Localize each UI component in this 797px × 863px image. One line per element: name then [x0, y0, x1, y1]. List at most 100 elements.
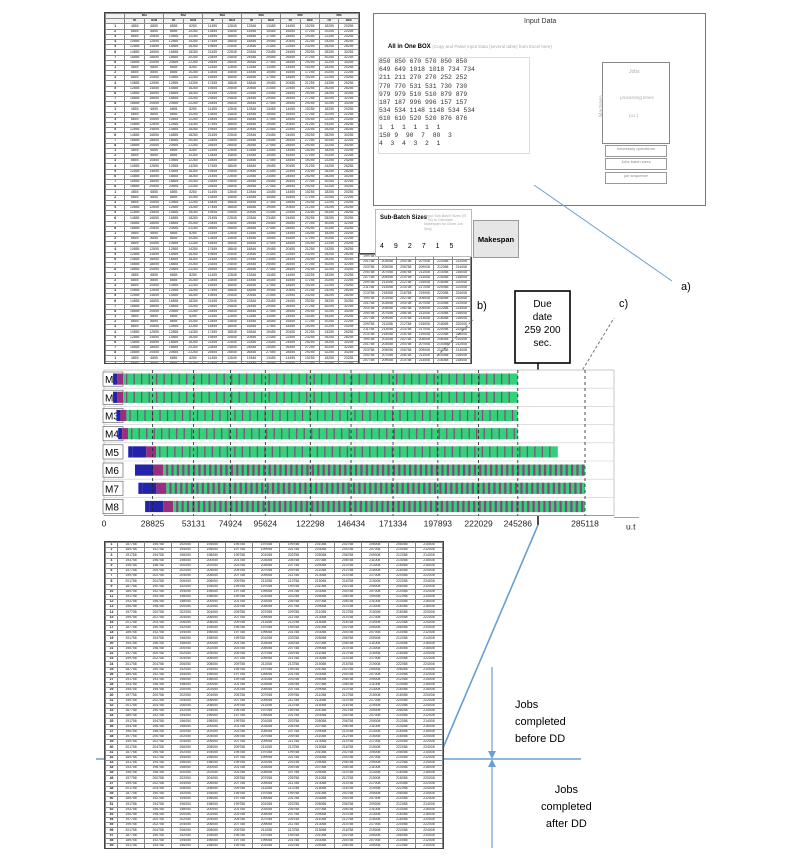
gantt-stripe	[298, 373, 300, 385]
gantt-purple-block	[152, 464, 163, 476]
gantt-stripe	[527, 500, 530, 513]
gantt-stripe	[181, 500, 184, 513]
gantt-stripe	[381, 373, 383, 385]
gantt-stripe	[363, 482, 366, 494]
gantt-stripe	[186, 373, 188, 385]
gantt-stripe	[191, 428, 193, 440]
gantt-stripe	[436, 409, 439, 422]
gantt-stripe	[374, 482, 377, 494]
gantt-stripe	[321, 373, 323, 385]
sub-batch-hint: (Input Sub-Batch Sizes (IS ... IN) to Ca…	[424, 214, 467, 231]
gantt-stripe	[541, 482, 545, 494]
makespan-button[interactable]: Makespan	[473, 220, 519, 258]
gantt-stripe	[201, 391, 203, 403]
gantt-stripe	[204, 446, 206, 458]
gantt-stripe	[288, 428, 290, 440]
annotation-a-label: a)	[681, 281, 691, 293]
gantt-stripe	[570, 500, 573, 513]
gantt-axis-unit: u.t	[626, 522, 636, 532]
gantt-stripe	[284, 500, 287, 513]
gantt-stripe	[366, 373, 368, 385]
gantt-stripe	[163, 391, 165, 403]
gantt-stripe	[288, 482, 291, 494]
gantt-stripe	[261, 482, 264, 494]
gantt-stripe	[532, 500, 535, 513]
gantt-tick-label: 146434	[337, 519, 366, 529]
gantt-stripe	[396, 373, 398, 385]
gantt-stripe	[456, 373, 458, 385]
gantt-stripe	[441, 464, 444, 476]
gantt-stripe	[321, 391, 323, 403]
gantt-stripe	[489, 464, 493, 476]
gantt-stripe	[193, 373, 195, 385]
gantt-stripe	[324, 446, 326, 458]
gantt-stripe	[176, 464, 179, 476]
sub-batch-value: 9	[393, 243, 398, 250]
gantt-stripe	[176, 428, 178, 440]
gantt-stripe	[138, 428, 140, 440]
gantt-stripe	[129, 409, 131, 422]
gantt-stripe	[221, 428, 223, 440]
gantt-stripe	[219, 409, 221, 422]
gantt-stripe	[279, 409, 281, 422]
gantt-stripe	[352, 482, 356, 494]
gantt-stripe	[213, 500, 217, 513]
gantt-stripe	[178, 391, 180, 403]
necessary-operations-label: necessary operations	[616, 146, 656, 151]
gantt-stripe	[525, 482, 528, 494]
gantt-stripe	[450, 482, 453, 494]
gantt-stripe	[552, 482, 555, 494]
gantt-stripe	[316, 500, 319, 513]
gantt-stripe	[486, 391, 488, 403]
gantt-stripe	[538, 464, 541, 476]
gantt-stripe	[386, 428, 388, 440]
machine-label: M5	[105, 448, 119, 459]
gantt-stripe	[444, 482, 447, 494]
gantt-stripe	[166, 446, 168, 458]
gantt-stripe	[474, 409, 476, 422]
gantt-stripe	[493, 391, 495, 403]
gantt-stripe	[354, 409, 356, 422]
gantt-stripe	[348, 428, 350, 440]
gantt-stripe	[435, 500, 438, 513]
gantt-stripe	[471, 482, 474, 494]
gantt-stripe	[257, 464, 260, 476]
machine-label-box	[102, 480, 124, 496]
gantt-stripe	[339, 446, 341, 458]
gantt-stripe	[455, 482, 458, 494]
jobs-after-line-1: Jobs	[554, 784, 578, 796]
gantt-stripe	[279, 446, 281, 458]
gantt-stripe	[321, 500, 325, 513]
gantt-stripe	[531, 482, 534, 494]
table-cell: 212758	[396, 362, 416, 363]
gantt-stripe	[291, 373, 293, 385]
gantt-stripe	[471, 391, 473, 403]
gantt-stripe	[460, 482, 464, 494]
gantt-stripe	[166, 409, 169, 422]
gantt-stripe	[228, 482, 231, 494]
machine-label: M1	[105, 375, 119, 386]
gantt-stripe	[249, 409, 251, 422]
gantt-stripe	[136, 409, 139, 422]
gantt-stripe	[305, 500, 308, 513]
gantt-lead-block	[113, 391, 118, 403]
gantt-stripe	[408, 464, 412, 476]
gantt-stripe	[294, 500, 298, 513]
gantt-stripe	[174, 446, 176, 458]
gantt-stripe	[534, 446, 536, 458]
gantt-stripe	[148, 391, 150, 403]
gantt-stripe	[463, 373, 465, 385]
gantt-stripe	[180, 482, 183, 494]
due-date-box	[514, 290, 571, 364]
gantt-stripe	[426, 373, 428, 385]
